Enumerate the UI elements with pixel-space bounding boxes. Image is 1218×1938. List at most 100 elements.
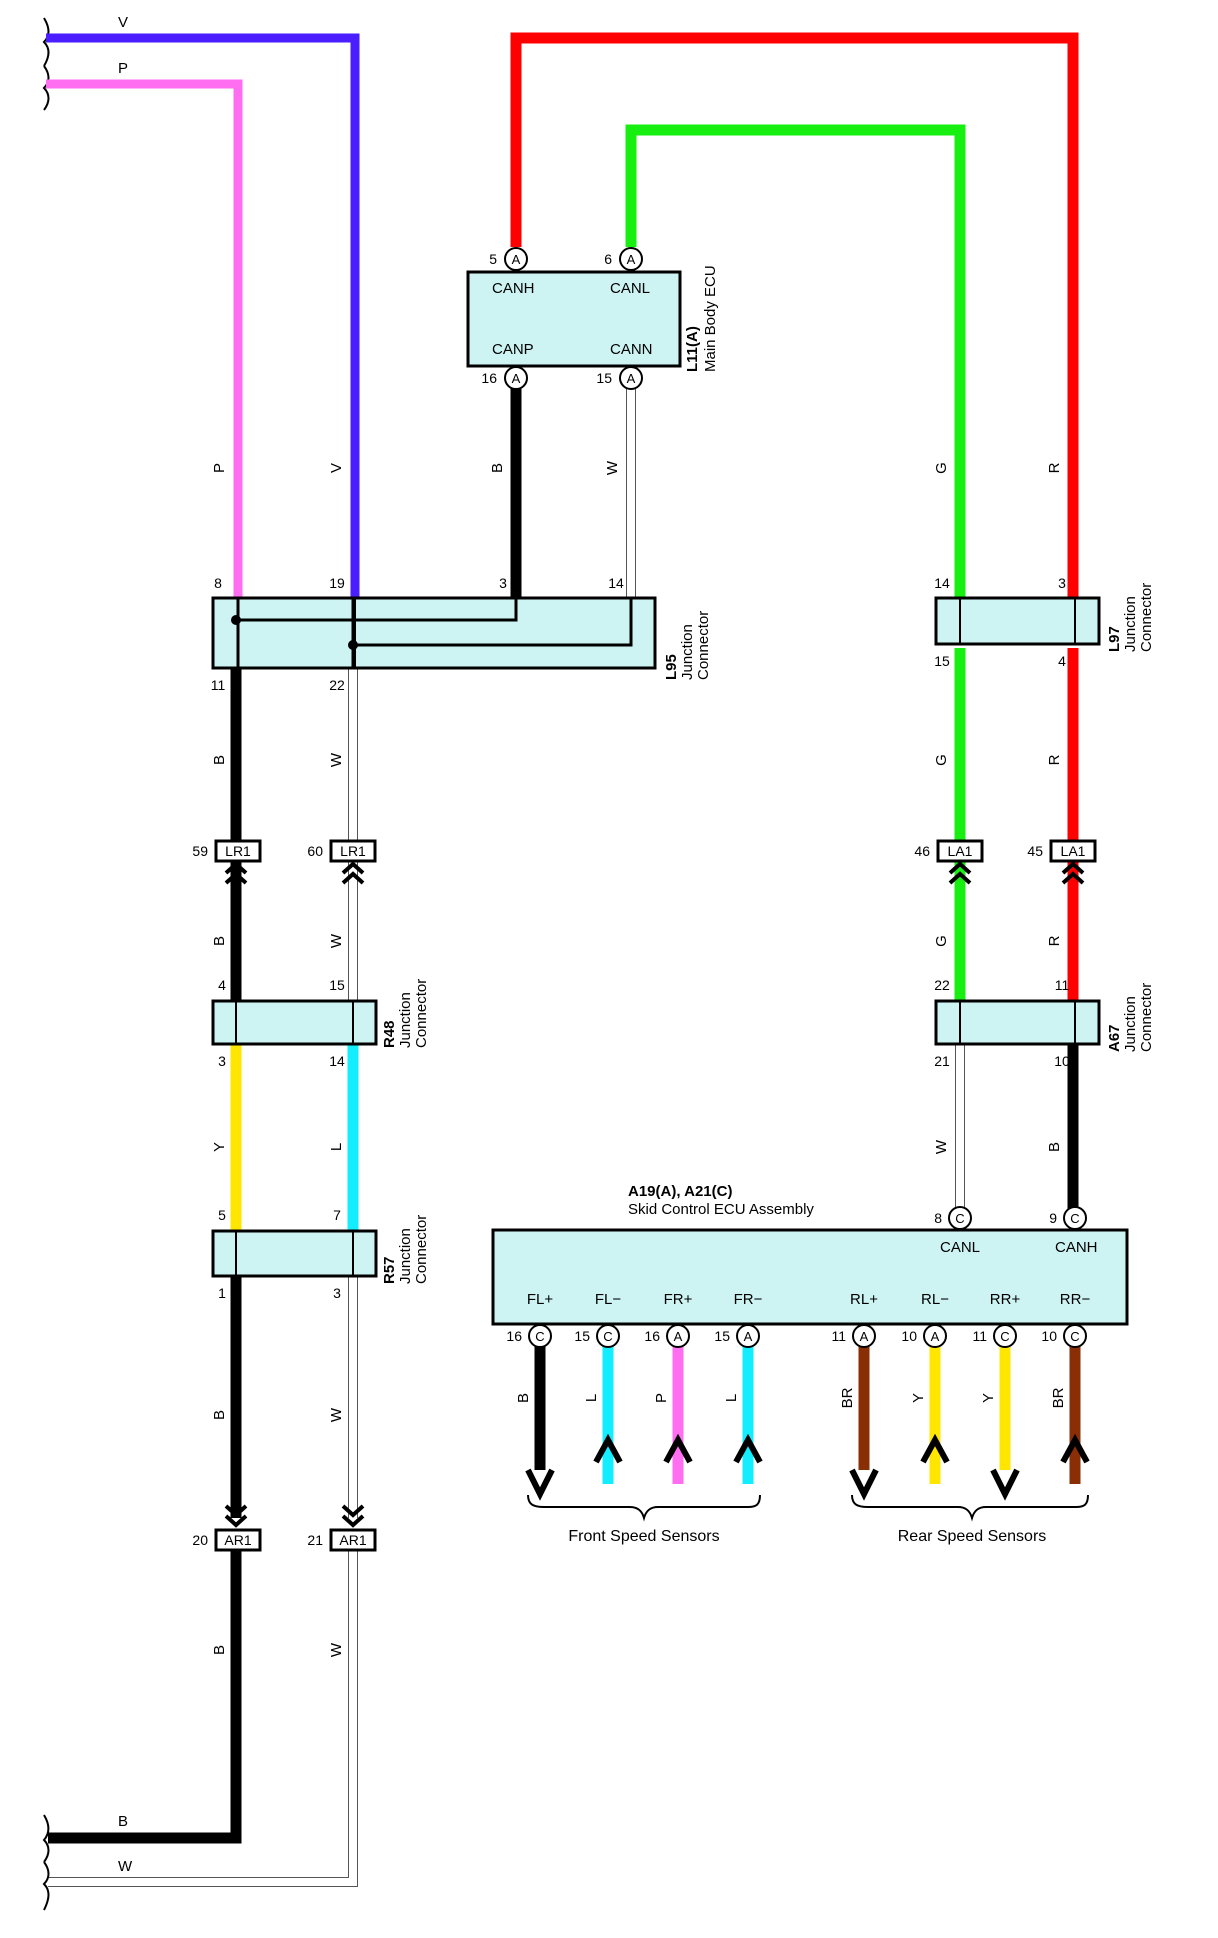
svg-text:A67: A67 [1106,1024,1123,1052]
terminal-circle [1063,1324,1087,1348]
break-mark-w [42,1861,50,1911]
svg-text:L97: L97 [1106,626,1123,652]
ecu-canl-label: CANL [610,280,650,297]
svg-text:BR: BR [1050,1387,1067,1408]
terminal-pin-number: 16 [506,1328,522,1344]
terminal-circle [528,1324,552,1348]
svg-text:R: R [1046,462,1063,473]
terminal-cann: A 15 [596,366,643,390]
svg-text:14: 14 [934,575,950,591]
svg-text:3: 3 [218,1053,226,1069]
terminal-canh: A 5 [489,247,528,271]
skid-terminal-label: RR+ [990,1291,1021,1308]
svg-text:11: 11 [1055,977,1070,993]
svg-text:LA1: LA1 [948,843,973,859]
svg-text:B: B [515,1393,532,1403]
terminal-canp: A 16 [481,366,528,390]
svg-text:B: B [211,1410,228,1420]
arrow-down-rrp [990,1468,1020,1501]
skid-terminal-5: RL+A11 [831,1291,878,1348]
terminal-circle [666,1324,690,1348]
skid-terminal-label: RR− [1060,1291,1091,1308]
svg-text:B: B [211,936,228,946]
svg-text:22: 22 [934,977,950,993]
svg-text:P: P [211,463,228,473]
skid-ecu-name: Skid Control ECU Assembly [628,1201,814,1218]
svg-text:3: 3 [499,575,507,591]
label-top-p: P [118,60,128,77]
svg-text:W: W [328,752,345,767]
svg-text:Y: Y [211,1142,228,1152]
svg-text:Connector: Connector [1138,983,1155,1052]
svg-text:60: 60 [307,843,323,859]
skid-terminal-6: RL−A10 [901,1291,949,1348]
svg-text:L: L [723,1394,740,1402]
svg-text:22: 22 [329,677,345,693]
svg-text:15: 15 [934,653,950,669]
skid-ecu-code: A19(A), A21(C) [628,1183,732,1200]
skid-terminals: FL+C16FL−C15FR+A16FR−A15RL+A11RL−A10RR+C… [506,1291,1091,1348]
skid-terminal-2: FL−C15 [574,1291,621,1348]
svg-text:Connector: Connector [695,611,712,680]
svg-text:W: W [328,1642,345,1657]
svg-text:45: 45 [1027,843,1043,859]
skid-terminal-7: RR+C11 [972,1291,1021,1348]
ecu-cann-label: CANN [610,341,653,358]
label-bottom-b: B [118,1813,128,1830]
skid-terminal-4: FR−A15 [714,1291,763,1348]
terminal-connector-letter: A [674,1329,683,1344]
svg-text:3: 3 [333,1285,341,1301]
label-top-v: V [118,14,128,31]
svg-text:V: V [328,463,345,473]
svg-text:11: 11 [211,677,226,693]
junction-l97: 14 3 15 4 L97 Junction Connector [934,575,1155,669]
svg-text:R57: R57 [381,1256,398,1284]
svg-text:15: 15 [596,370,612,386]
arrow-up-rlm [920,1433,950,1464]
svg-text:W: W [604,460,621,475]
svg-text:W: W [933,1139,950,1154]
svg-text:14: 14 [329,1053,345,1069]
terminal-connector-letter: A [744,1329,753,1344]
sensor-arrows [525,1433,1090,1501]
terminal-pin-number: 15 [714,1328,730,1344]
inline-lr1-right: LR1 60 [307,839,377,885]
wire-v [46,33,360,597]
svg-text:BR: BR [839,1387,856,1408]
skid-terminal-label: FL+ [527,1291,554,1308]
brace-front [527,1494,761,1522]
sensor-group-braces: Front Speed Sensors Rear Speed Sensors [527,1494,1089,1545]
ecu-name: Main Body ECU [702,265,719,372]
main-body-ecu: CANH CANL CANP CANN L11(A) Main Body ECU… [466,247,719,390]
terminal-skid-canh: C 9 [1049,1206,1087,1230]
svg-text:L95: L95 [663,654,680,680]
terminal-pin-number: 11 [972,1328,987,1344]
junction-a67: 22 11 21 10 A67 Junction Connector [934,977,1155,1069]
svg-text:AR1: AR1 [339,1532,366,1548]
svg-text:R48: R48 [381,1020,398,1048]
junction-r57: 5 7 1 3 R57 Junction Connector [211,1207,430,1301]
terminal-circle [736,1324,760,1348]
svg-text:L: L [583,1394,600,1402]
arrow-up-flm [593,1433,623,1464]
svg-text:8: 8 [214,575,222,591]
svg-text:W: W [328,1407,345,1422]
svg-text:59: 59 [192,843,208,859]
terminal-circle [923,1324,947,1348]
svg-text:LA1: LA1 [1061,843,1086,859]
skid-terminal-label: RL− [921,1291,949,1308]
svg-text:20: 20 [192,1532,208,1548]
front-sensors-label: Front Speed Sensors [568,1528,719,1545]
svg-text:A: A [512,371,521,386]
svg-text:Y: Y [980,1393,997,1403]
wire-p [46,79,243,597]
svg-text:C: C [955,1211,964,1226]
inline-lr1-left: LR1 59 [192,839,262,885]
wire-r-top [510,32,1079,597]
junction-r48: 4 15 3 14 R48 Junction Connector [211,977,430,1069]
break-mark-p [42,65,50,111]
svg-text:Junction: Junction [679,624,696,680]
svg-text:9: 9 [1049,1210,1057,1226]
svg-text:G: G [933,462,950,474]
svg-text:LR1: LR1 [340,843,366,859]
